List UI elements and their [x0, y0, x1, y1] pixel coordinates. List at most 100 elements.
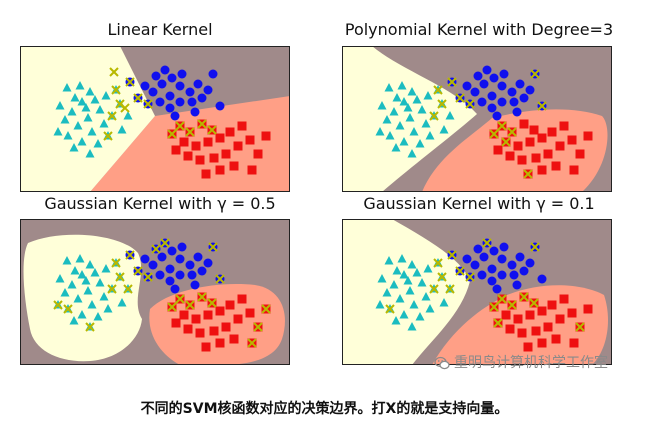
class-b-point [177, 69, 187, 79]
panel-title-polynomial: Polynomial Kernel with Degree=3 [344, 20, 614, 39]
region-class-a [342, 219, 470, 365]
class-a-point [412, 95, 422, 104]
support-vector-marker [253, 322, 263, 332]
class-c-point [215, 165, 225, 175]
class-b-point [193, 252, 203, 262]
support-vector-marker [455, 266, 465, 276]
class-a-point [75, 81, 85, 90]
class-c-point [245, 308, 255, 318]
class-c-point [237, 294, 247, 304]
class-a-point [392, 266, 402, 275]
class-c-point [209, 153, 219, 163]
support-vector-marker [208, 242, 218, 252]
support-vector-marker [437, 99, 447, 109]
class-b-point [208, 69, 218, 79]
support-vector-marker [53, 300, 63, 310]
class-a-point [417, 278, 427, 287]
class-b-point [148, 260, 158, 270]
class-a-point [445, 111, 455, 120]
class-b-point [473, 71, 483, 81]
class-a-point [407, 149, 417, 158]
support-vector-marker [133, 266, 143, 276]
class-c-point [229, 334, 239, 344]
class-a-point [87, 127, 97, 136]
class-a-point [392, 93, 402, 102]
support-vector-marker [523, 169, 533, 179]
class-a-point [87, 300, 97, 309]
class-b-point [193, 79, 203, 89]
class-c-point [505, 151, 515, 161]
class-a-point [375, 300, 385, 309]
class-a-point [377, 274, 387, 283]
class-c-point [537, 165, 547, 175]
support-vector-marker [465, 272, 475, 282]
class-a-point [95, 278, 105, 287]
class-a-point [405, 286, 415, 295]
class-c-point [525, 310, 535, 320]
support-vector-marker [507, 300, 517, 310]
support-vector-marker [123, 284, 133, 294]
class-c-point [575, 149, 585, 159]
class-c-point [555, 314, 565, 324]
class-b-point [477, 97, 487, 107]
support-vector-marker [529, 298, 539, 308]
class-a-point [53, 127, 63, 136]
class-c-point [179, 137, 189, 147]
class-b-point [167, 73, 177, 83]
class-a-point [60, 115, 70, 124]
class-b-point [151, 71, 161, 81]
plot-frame [342, 46, 612, 192]
class-c-point [221, 149, 231, 159]
support-vector-marker [247, 338, 257, 348]
class-a-point [70, 93, 80, 102]
class-c-point [537, 133, 547, 143]
support-vector-marker [455, 93, 465, 103]
class-a-point [405, 113, 415, 122]
class-c-point [537, 338, 547, 348]
plot-frame [342, 219, 612, 365]
support-vector-marker [120, 103, 130, 113]
class-c-point [195, 328, 205, 338]
class-b-point [170, 111, 180, 121]
support-vector-marker [111, 85, 121, 95]
plot-frame [20, 46, 290, 192]
class-c-point [517, 155, 527, 165]
class-b-point [185, 87, 195, 97]
class-a-point [55, 274, 65, 283]
class-c-point [567, 308, 577, 318]
support-vector-marker [215, 274, 225, 284]
class-b-point [197, 266, 207, 276]
class-c-point [537, 306, 547, 316]
class-c-point [203, 310, 213, 320]
class-a-point [62, 256, 72, 265]
class-a-point [77, 270, 87, 279]
class-b-point [519, 93, 529, 103]
support-vector-marker [497, 294, 507, 304]
class-a-point [81, 103, 91, 112]
class-b-point [155, 97, 165, 107]
class-c-point [547, 300, 557, 310]
chart-gaussian-kernel-01 [342, 219, 612, 365]
support-vector-marker [160, 238, 170, 248]
class-c-point [551, 334, 561, 344]
support-vector-marker [143, 272, 153, 282]
class-a-point [421, 119, 431, 128]
class-b-point [477, 270, 487, 280]
class-b-point [515, 79, 525, 89]
class-a-point [85, 260, 95, 269]
support-vector-marker [103, 131, 113, 141]
class-a-point [407, 87, 417, 96]
watermark-text: 重明鸟计算机科学工作室 [454, 355, 608, 371]
support-vector-marker [125, 250, 135, 260]
support-vector-marker [445, 284, 455, 294]
class-a-point [81, 276, 91, 285]
class-a-point [73, 294, 83, 303]
class-b-point [525, 258, 535, 268]
class-c-point [529, 125, 539, 135]
class-b-point [203, 258, 213, 268]
class-b-point [497, 270, 507, 280]
class-c-point [203, 137, 213, 147]
class-c-point [525, 137, 535, 147]
class-c-point [253, 149, 263, 159]
support-vector-marker [507, 127, 517, 137]
